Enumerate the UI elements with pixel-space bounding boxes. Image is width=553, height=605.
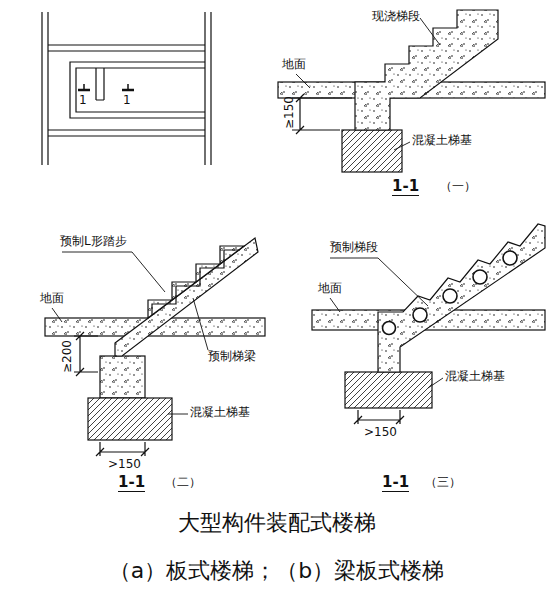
plan-view — [42, 12, 211, 165]
part-label: （二） — [165, 476, 201, 490]
part-label: 预制梯梁 — [208, 350, 256, 364]
part-label: 地面 — [282, 58, 306, 72]
part-label: >150 — [108, 458, 141, 472]
part-label: （三） — [425, 476, 461, 490]
section-one — [278, 10, 545, 172]
caption-line: （a）板式楼梯；（b）梁板式楼梯 — [0, 556, 553, 586]
part-label: 混凝土梯基 — [412, 134, 472, 148]
part-label: >150 — [364, 426, 397, 440]
part-label: 1 — [123, 94, 131, 108]
figure-caption: 大型构件装配式楼梯 — [0, 508, 553, 538]
part-label: 混凝土梯基 — [445, 370, 505, 384]
part-label: （一） — [440, 180, 476, 194]
part-label: 现浇梯段 — [372, 10, 420, 24]
part-label: 地面 — [40, 292, 64, 306]
part-label: 混凝土梯基 — [190, 406, 250, 420]
section-title: 1-1 — [118, 474, 145, 492]
part-label: 预制L形踏步 — [60, 235, 127, 249]
section-two — [45, 238, 265, 456]
section-title: 1-1 — [382, 474, 409, 492]
dimension-label: ≥200 — [61, 340, 75, 373]
section-title: 1-1 — [392, 178, 419, 196]
section-three — [312, 224, 545, 424]
part-label: 地面 — [318, 282, 342, 296]
part-label: 1 — [79, 94, 87, 108]
part-label: 预制梯段 — [330, 241, 378, 255]
dimension-label: ≥150 — [283, 96, 297, 129]
